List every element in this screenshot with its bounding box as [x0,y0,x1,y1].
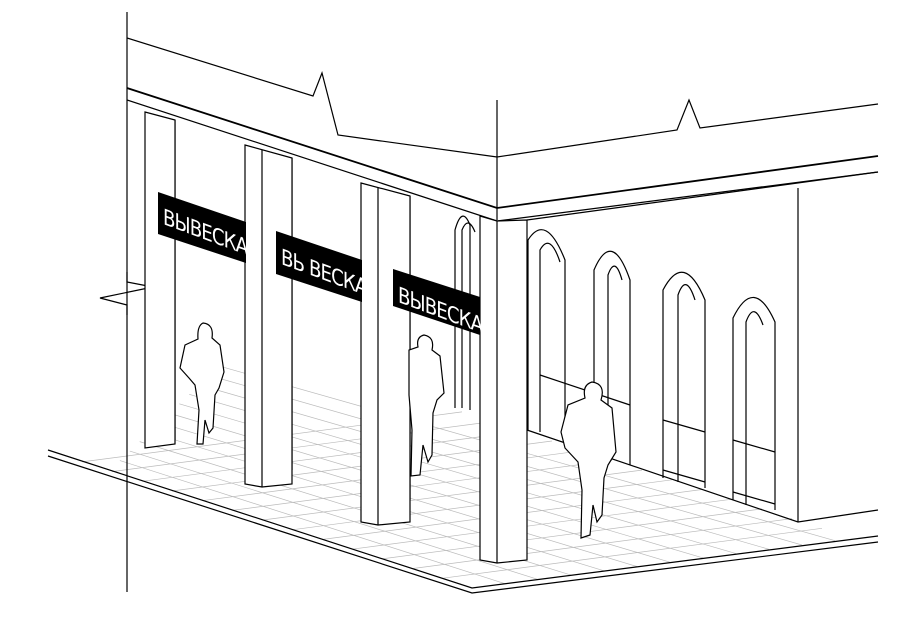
column [360,182,411,526]
person-silhouette [560,381,617,539]
grid-line [129,450,539,580]
column [244,144,293,488]
grid-line [261,469,643,521]
right-wall [526,188,879,523]
arch-window [593,250,631,465]
column [144,111,176,449]
arch-window [732,296,776,510]
fascia [126,37,879,222]
floor-grid [81,365,836,585]
break-line [99,272,154,315]
grid-line [441,527,823,579]
arch-window [662,271,706,488]
columns [144,111,528,564]
grid-line [411,518,793,569]
grid-line [119,460,506,585]
arch-window [527,229,566,445]
soffit-line [526,171,879,221]
grid-line [231,460,613,511]
floor-edge [47,449,879,594]
person-silhouette [408,334,445,477]
grid-line [141,430,523,482]
person-silhouette [179,322,225,445]
grid-line [351,498,733,550]
column-corner [479,215,528,564]
grid-line [381,508,763,560]
